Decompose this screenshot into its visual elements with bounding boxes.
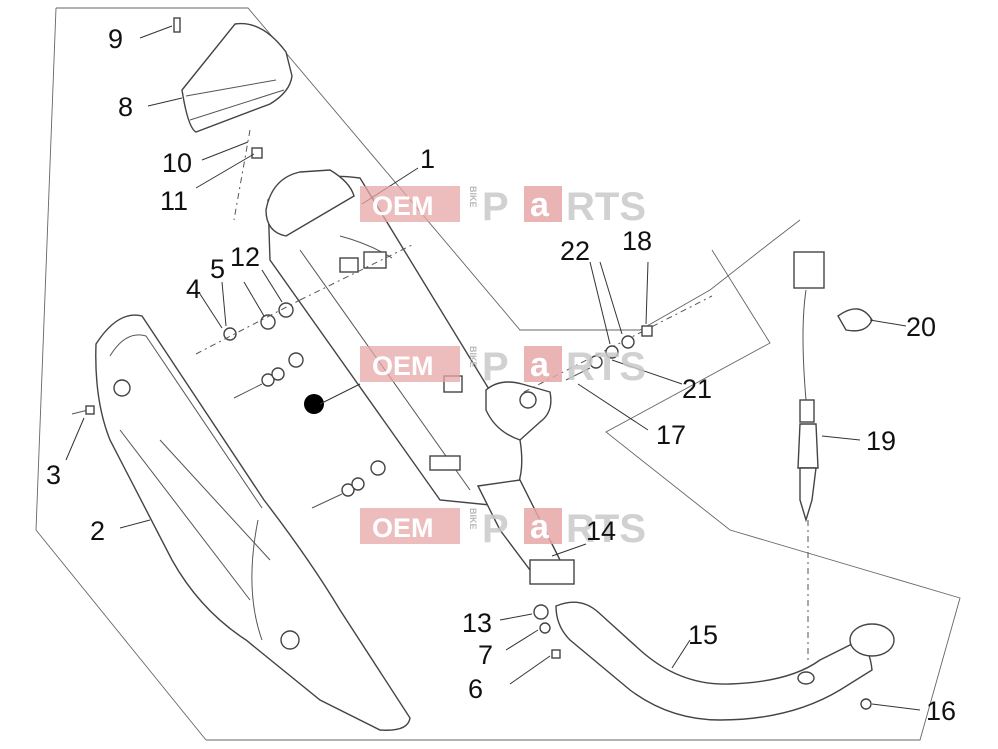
watermark-oem-text: OEM [372,191,434,221]
leader-lines [65,25,921,711]
callout-5: 5 [210,254,225,284]
watermark-a-text: a [530,186,550,224]
assembly-boundary-lines [35,7,961,741]
watermark-p-text: P [482,507,509,551]
watermark-bike-text: BIKE [468,508,478,530]
callout-13: 13 [462,608,492,638]
callout-3: 3 [46,460,61,490]
callout-18: 18 [622,226,652,256]
callout-21: 21 [682,374,712,404]
watermark-rts-text: RTS [566,185,646,229]
callout-2: 2 [90,516,105,546]
bottom-fasteners [533,604,561,659]
callout-17: 17 [656,420,686,450]
watermark-rts-text: RTS [566,507,646,551]
watermark-bike-text: BIKE [468,186,478,208]
oxygen-sensor-part [793,251,873,660]
watermark-oem-text: OEM [372,351,434,381]
watermark-middle: OEM BIKE P a RTS [360,345,646,389]
heat-shield-part [95,314,411,731]
watermark-rts-text: RTS [566,345,646,389]
watermark-bike-text: BIKE [468,346,478,368]
callout-15: 15 [688,620,718,650]
reference-dot [304,394,324,414]
watermark-top: OEM BIKE P a RTS [360,185,646,229]
callout-4: 4 [186,274,201,304]
muffler-body-part [265,169,575,585]
watermark-a-text: a [530,346,550,384]
callout-14: 14 [586,516,616,546]
callout-19: 19 [866,426,896,456]
watermark-p-text: P [482,345,509,389]
left-fasteners [71,243,415,509]
callout-10: 10 [162,148,192,178]
watermark-p-text: P [482,185,509,229]
watermark-oem-text: OEM [372,513,434,543]
callout-9: 9 [108,24,123,54]
callout-1: 1 [420,144,435,174]
top-cover-part [173,17,293,221]
callout-8: 8 [118,92,133,122]
watermark-a-text: a [530,508,550,546]
callout-11: 11 [160,186,188,216]
callout-7: 7 [478,640,493,670]
callout-6: 6 [468,674,483,704]
callout-labels: 9 8 10 11 1 5 12 4 3 2 22 18 21 17 14 13… [46,24,956,726]
watermark-bottom: OEM BIKE P a RTS [360,507,646,551]
callout-16: 16 [926,696,956,726]
callout-20: 20 [906,312,936,342]
exhaust-pipe-part [555,601,895,721]
callout-12: 12 [230,242,260,272]
callout-22: 22 [560,236,590,266]
